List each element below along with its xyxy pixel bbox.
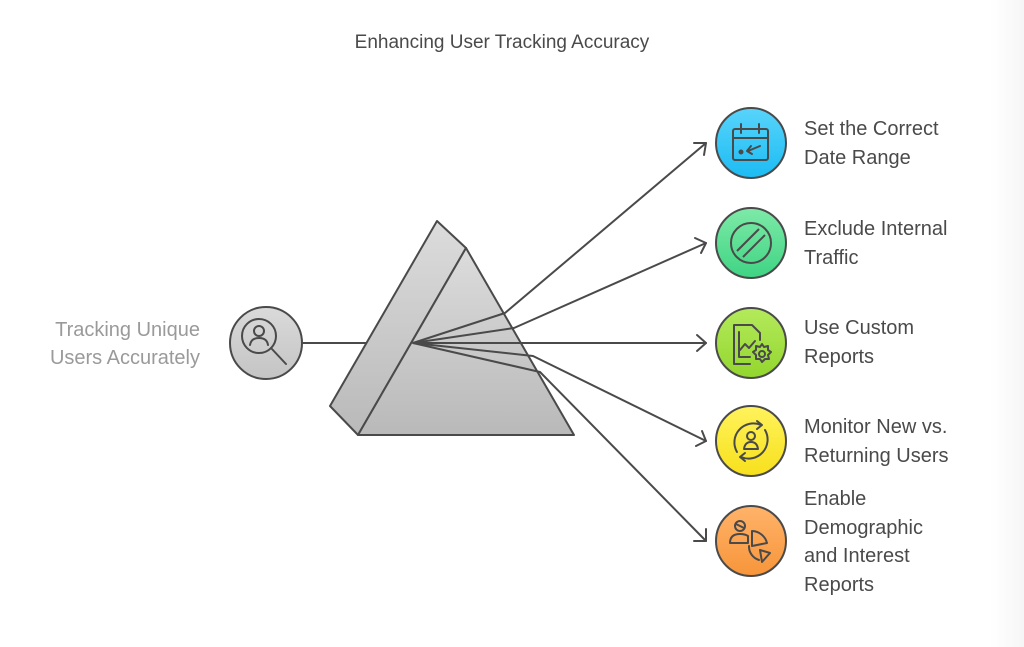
- label-line: Reports: [804, 345, 875, 368]
- label-line: Enable: [804, 488, 867, 510]
- user-search-icon: [241, 318, 287, 365]
- arrow-to-internal-traffic: [513, 237, 707, 329]
- label-line: Use Custom: [804, 317, 915, 339]
- arrow-to-custom-reports: [412, 334, 707, 352]
- source-label-line: Users Accurately: [49, 347, 200, 369]
- output-arrows: [412, 142, 707, 542]
- arrow-to-new-returning: [532, 355, 707, 447]
- arrow-to-demographic: [539, 371, 707, 542]
- output-node-custom-reports: [715, 307, 787, 379]
- user-cycle-icon: [733, 420, 769, 462]
- output-node-internal-traffic: [715, 207, 787, 279]
- output-node-demographic: [715, 505, 787, 577]
- label-line: Set the Correct: [804, 118, 939, 140]
- label-line: Traffic: [804, 246, 859, 269]
- label-line: and Interest: [804, 545, 910, 567]
- calendar-arrow-icon: [732, 123, 769, 161]
- label-line: Reports: [804, 573, 875, 596]
- prism: [329, 220, 575, 436]
- label-line: Returning Users: [804, 444, 949, 467]
- output-node-date-range: [715, 107, 787, 179]
- prism-front-face: [357, 247, 575, 436]
- demographic-pie-icon: [729, 520, 771, 563]
- output-node-new-returning: [715, 405, 787, 477]
- source-label-line: Tracking Unique: [55, 319, 200, 341]
- output-label-custom-reports: Use Custom Reports: [804, 314, 914, 371]
- source-label: Tracking Unique Users Accurately: [50, 316, 200, 372]
- arrow-to-date-range: [504, 142, 707, 314]
- label-line: Monitor New vs.: [804, 416, 948, 438]
- output-label-date-range: Set the Correct Date Range: [804, 115, 939, 172]
- label-line: Date Range: [804, 146, 911, 169]
- label-line: Demographic: [804, 516, 923, 539]
- report-settings-icon: [733, 324, 772, 365]
- blocked-icon: [730, 222, 772, 264]
- output-label-demographic: Enable Demographic and Interest Reports: [804, 485, 923, 599]
- label-line: Exclude Internal: [804, 218, 948, 240]
- diagram-title: Enhancing User Tracking Accuracy: [354, 32, 650, 53]
- internal-rays: [412, 312, 541, 373]
- edge-fade: [990, 0, 1024, 647]
- output-label-new-returning: Monitor New vs. Returning Users: [804, 413, 949, 470]
- output-label-internal-traffic: Exclude Internal Traffic: [804, 215, 947, 272]
- source-node: [229, 306, 303, 380]
